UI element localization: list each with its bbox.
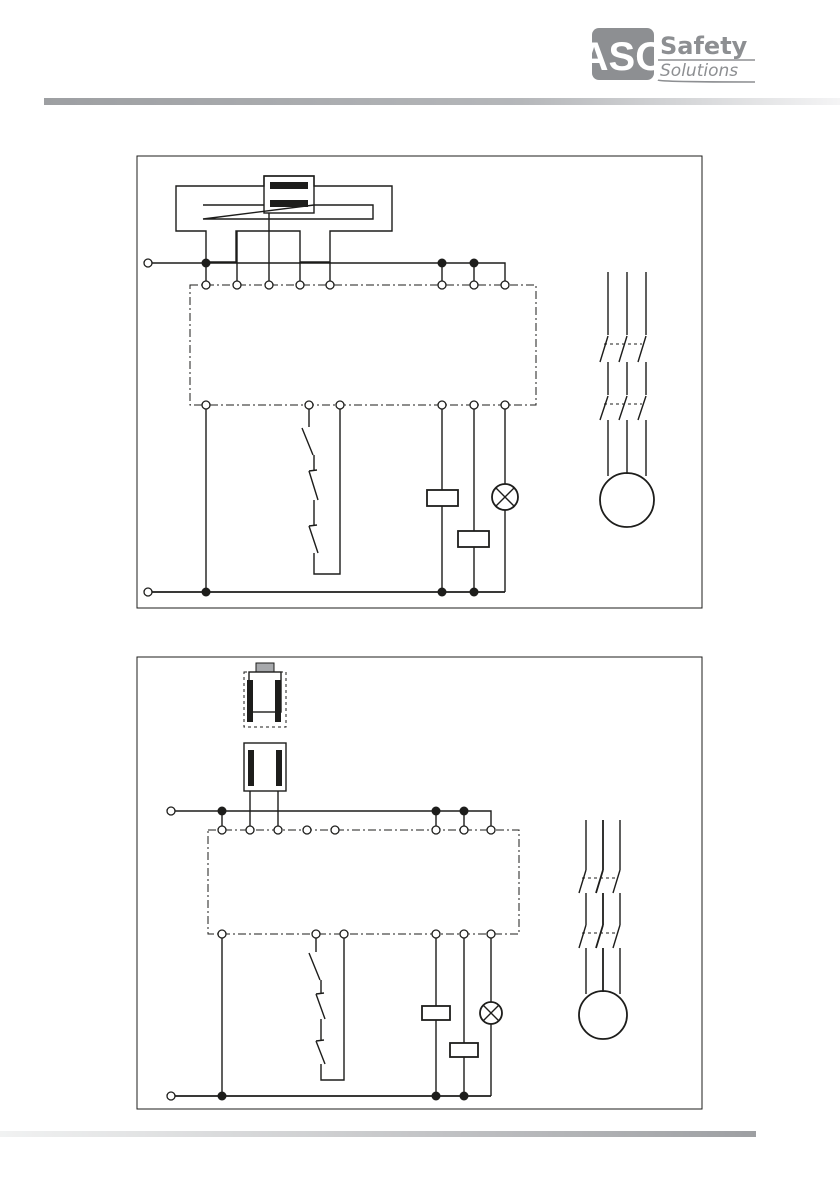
supply-terminal-bottom — [144, 588, 152, 596]
diagram-2-relay-coil-2 — [450, 1043, 478, 1057]
diagram-2-relay-coil-1 — [422, 1006, 450, 1020]
diagram-2-motor — [579, 991, 627, 1039]
contact-bar-upper — [270, 182, 308, 189]
supply-terminal-top — [144, 259, 152, 267]
diagram-1-control-unit — [190, 285, 536, 405]
diagram-1-safety-edge — [176, 176, 392, 285]
diagram-2-indicator-lamp — [480, 1002, 502, 1024]
diagram-2-magnetic-sensor — [244, 663, 286, 830]
diagram-2-control-unit — [208, 830, 519, 934]
diagram-2-motor-circuit — [579, 820, 627, 1039]
diagram-1-indicator-lamp — [492, 484, 518, 510]
diagram-2-emergency-stop-chain — [309, 938, 344, 1080]
diagram-1 — [137, 156, 702, 608]
diagram-1-motor — [600, 473, 654, 527]
diagram-1-relay-coil-2 — [458, 531, 489, 547]
contact-bar-lower — [270, 200, 308, 207]
diagram-1-frame — [137, 156, 702, 608]
diagram-1-motor-circuit — [600, 272, 654, 527]
diagram-1-emergency-stop-chain — [302, 409, 340, 574]
sensor-actuator — [256, 663, 274, 672]
diagram-2 — [137, 657, 702, 1109]
diagram-1-relay-coil-1 — [427, 490, 458, 506]
diagram-1-supply-top — [148, 263, 505, 285]
